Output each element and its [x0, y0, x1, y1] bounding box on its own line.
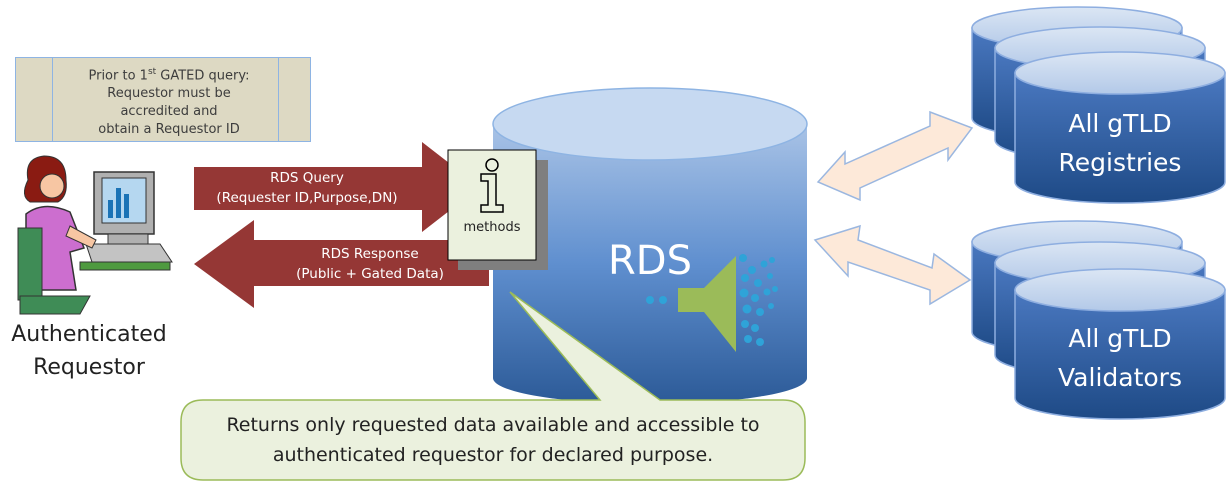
rds-label: RDS: [608, 238, 692, 284]
registries-cylinder-stack: [971, 6, 1226, 204]
rds-response-title: RDS Response: [321, 246, 419, 262]
validators-cylinder-stack: [971, 220, 1226, 420]
rds-response-label: RDS Response (Public + Gated Data): [254, 244, 486, 284]
validators-double-arrow: [813, 224, 972, 306]
callout-bubble: [180, 291, 806, 481]
callout-text: Returns only requested data available an…: [181, 410, 805, 470]
rds-response-data: (Public + Gated Data): [296, 266, 444, 282]
requestor-label-line1: Authenticated: [11, 322, 167, 347]
requestor-label: Authenticated Requestor: [0, 318, 178, 384]
methods-label: methods: [463, 220, 521, 235]
note-line-3: accredited and: [120, 104, 218, 120]
requestor-label-line2: Requestor: [33, 355, 145, 380]
accreditation-note-text: Prior to 1st GATED query: Requestor must…: [56, 63, 282, 139]
note-right-divider: [278, 58, 279, 141]
registries-label: All gTLD Registries: [1015, 104, 1225, 182]
callout-line2: authenticated requestor for declared pur…: [272, 444, 714, 466]
rds-query-title: RDS Query: [270, 170, 344, 186]
note-line-4: obtain a Requestor ID: [98, 122, 240, 138]
filter-funnel-icon: [646, 254, 778, 352]
note-line-1: Prior to 1st GATED query:: [88, 67, 250, 84]
validators-cylinder-front: [1014, 268, 1226, 420]
registries-cylinder-front: [1014, 51, 1226, 204]
rds-query-arrow: [194, 142, 480, 232]
note-left-divider: [52, 58, 53, 141]
person-at-computer-icon: [17, 155, 173, 315]
rds-query-label: RDS Query (Requester ID,Purpose,DN): [194, 168, 420, 208]
callout-line1: Returns only requested data available an…: [226, 414, 760, 436]
validators-label: All gTLD Validators: [1015, 319, 1225, 397]
rds-query-params: (Requester ID,Purpose,DN): [216, 190, 398, 206]
rds-response-arrow: [194, 220, 489, 308]
registries-label-line1: All gTLD: [1068, 109, 1172, 138]
information-icon: [447, 149, 548, 270]
note-line-2: Requestor must be: [107, 86, 231, 102]
accreditation-note: Prior to 1st GATED query: Requestor must…: [15, 57, 311, 142]
validators-label-line1: All gTLD: [1068, 324, 1172, 353]
registries-double-arrow: [816, 110, 974, 202]
registries-label-line2: Registries: [1058, 148, 1182, 177]
validators-label-line2: Validators: [1058, 363, 1182, 392]
